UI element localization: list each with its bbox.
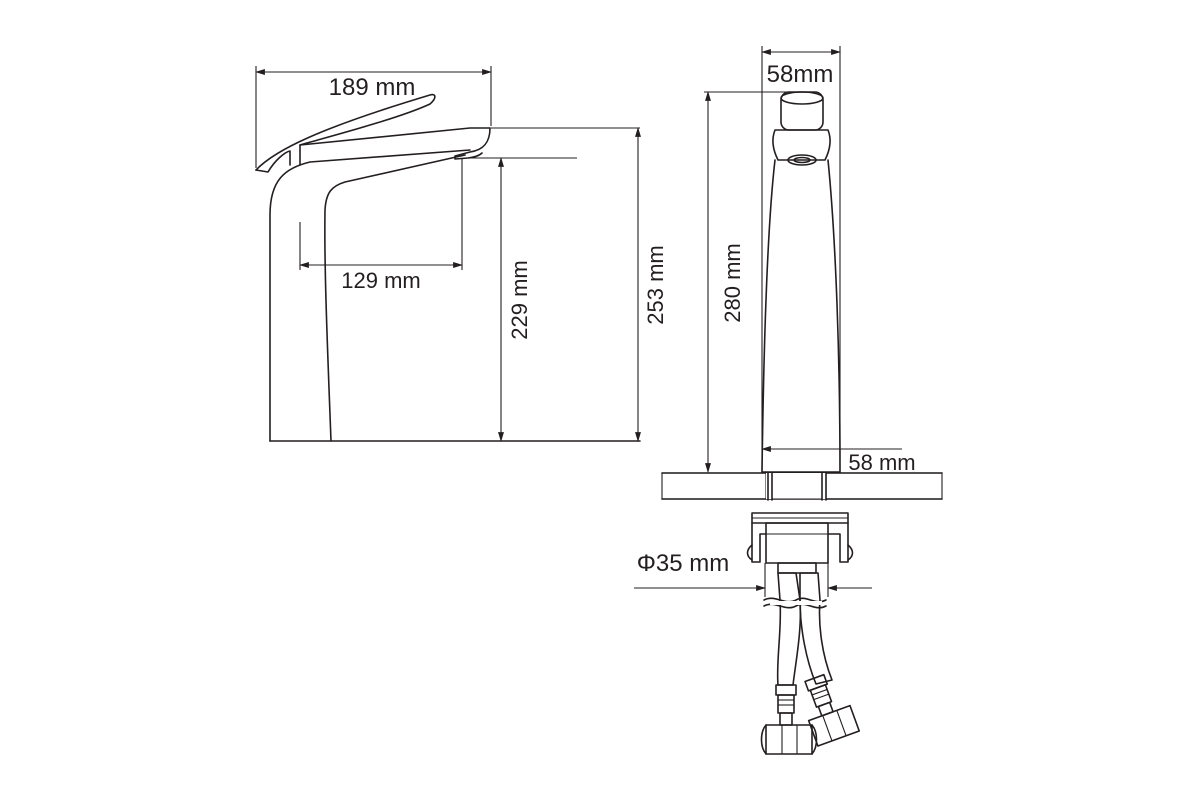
dim-280-label: 280 mm xyxy=(720,243,745,322)
counter-section xyxy=(661,472,943,501)
side-view: 189 mm 129 mm 229 mm 253 mm xyxy=(255,66,668,442)
dim-58-base: 58 mm xyxy=(761,446,916,475)
dim-189: 189 mm xyxy=(255,66,492,168)
dim-129: 129 mm xyxy=(299,158,463,293)
dim-229: 229 mm xyxy=(470,157,577,442)
dim-253: 253 mm xyxy=(491,127,668,442)
hose-fittings xyxy=(760,673,861,755)
dim-280: 280 mm xyxy=(704,91,800,473)
dim-129-label: 129 mm xyxy=(341,268,420,293)
front-view: 58mm 280 mm 58 mm Φ35 mm xyxy=(634,46,943,755)
mounting-bracket xyxy=(746,512,854,574)
dim-35: Φ35 mm xyxy=(634,550,872,597)
braided-hoses xyxy=(763,572,833,686)
dim-189-label: 189 mm xyxy=(329,74,416,101)
dim-58-base-label: 58 mm xyxy=(848,450,915,475)
front-body-outline xyxy=(761,91,841,473)
dim-58-top-label: 58mm xyxy=(767,61,834,88)
dim-229-label: 229 mm xyxy=(507,260,532,339)
dim-58-top: 58mm xyxy=(761,46,841,470)
dim-253-label: 253 mm xyxy=(643,245,668,324)
side-body-outline xyxy=(255,93,641,442)
dim-35-label: Φ35 mm xyxy=(637,550,730,577)
